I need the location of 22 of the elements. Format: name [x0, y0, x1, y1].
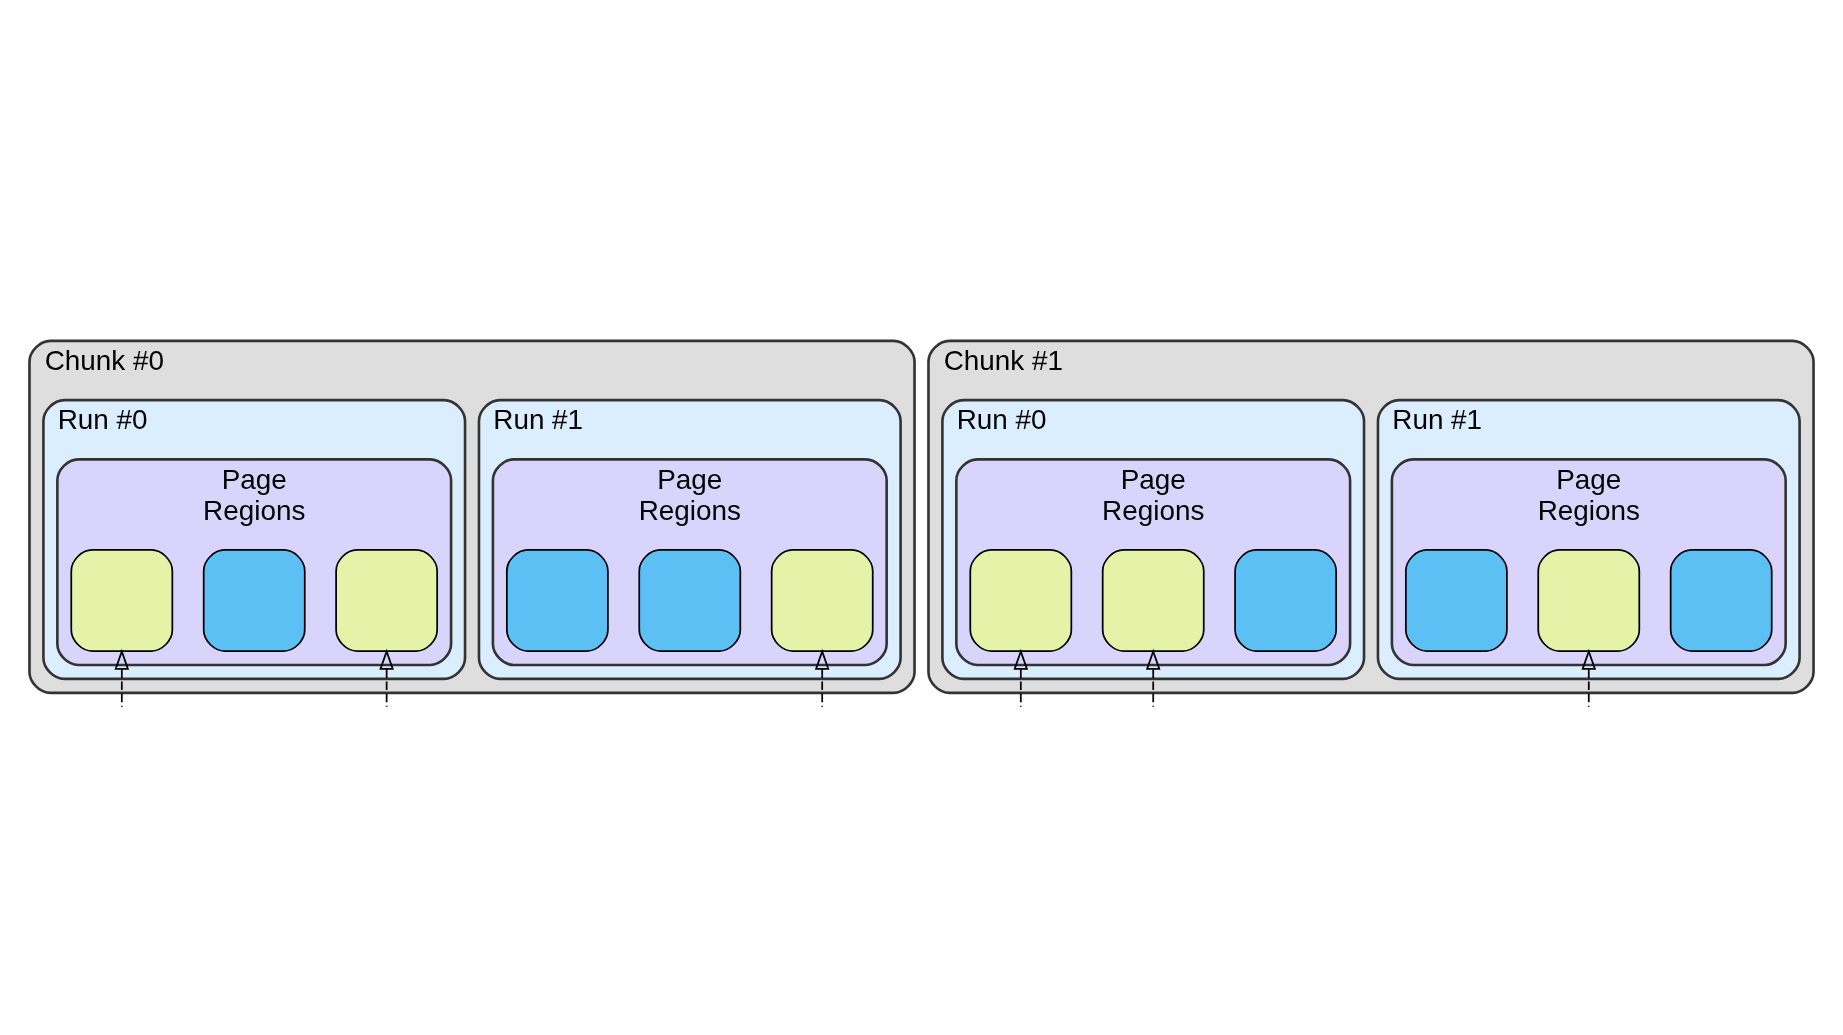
arrow [1145, 648, 1161, 708]
node-box [335, 549, 439, 652]
node-box [1234, 549, 1337, 652]
cluster: Page Regions [56, 458, 453, 667]
node-box [70, 549, 174, 652]
node-box [770, 549, 874, 652]
node-box [506, 549, 609, 652]
arrow [814, 648, 830, 708]
node-box [1404, 549, 1508, 652]
node-box [1537, 549, 1641, 652]
cluster: Page Regions [955, 458, 1352, 667]
arrow [1013, 648, 1029, 708]
node-box [1101, 549, 1205, 652]
node-box [638, 549, 742, 652]
node-box [1669, 549, 1773, 652]
cluster: Page Regions [1390, 458, 1787, 667]
arrow [1581, 648, 1597, 708]
arrow [379, 648, 394, 708]
node-box [202, 549, 306, 652]
node-box [969, 549, 1073, 652]
cluster: Page Regions [491, 458, 888, 667]
arrow [114, 648, 130, 708]
